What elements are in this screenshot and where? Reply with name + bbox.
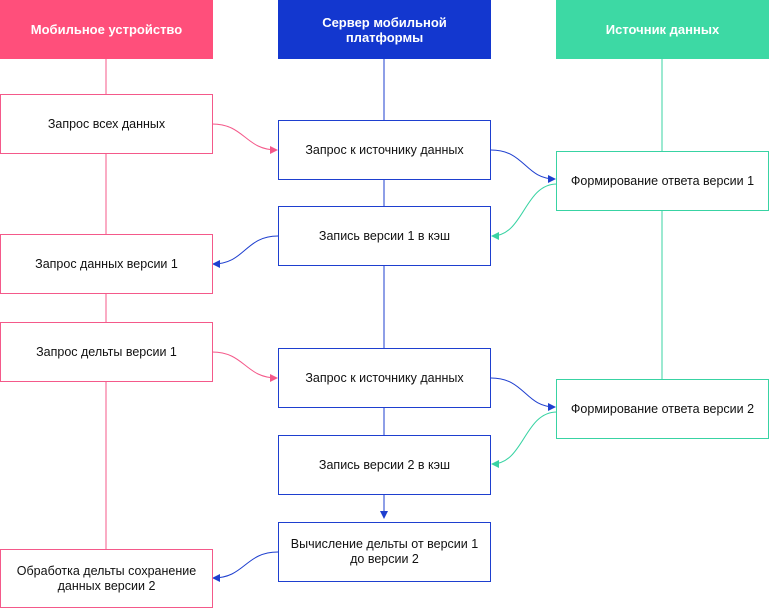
arrow-s2-to-m2 <box>212 235 279 268</box>
arrow-d1-to-s2 <box>491 183 558 240</box>
arrow-s1-to-d1 <box>490 149 556 183</box>
box-server-query-source-2: Запрос к источнику данных <box>278 348 491 408</box>
box-request-delta-v1: Запрос дельты версии 1 <box>0 322 213 382</box>
box-compute-delta: Вычисление дельты от версии 1 до версии … <box>278 522 491 582</box>
box-server-query-source-1: Запрос к источнику данных <box>278 120 491 180</box>
box-form-response-v1: Формирование ответа версии 1 <box>556 151 769 211</box>
arrow-m3-to-s3 <box>211 351 278 382</box>
arrow-s5-to-m4 <box>212 551 279 582</box>
box-write-v1-cache: Запись версии 1 в кэш <box>278 206 491 266</box>
lane-header-mobile: Мобильное устройство <box>0 0 213 59</box>
lane-header-server: Сервер мобильной платформы <box>278 0 491 59</box>
arrow-m1-to-s1 <box>211 123 278 154</box>
arrow-s3-to-d2 <box>490 377 556 411</box>
box-write-v2-cache: Запись версии 2 в кэш <box>278 435 491 495</box>
box-form-response-v2: Формирование ответа версии 2 <box>556 379 769 439</box>
lane-header-source: Источник данных <box>556 0 769 59</box>
box-request-all-data: Запрос всех данных <box>0 94 213 154</box>
box-request-data-v1: Запрос данных версии 1 <box>0 234 213 294</box>
arrow-d2-to-s4 <box>491 411 558 468</box>
box-process-delta: Обработка дельты сохранение данных верси… <box>0 549 213 608</box>
